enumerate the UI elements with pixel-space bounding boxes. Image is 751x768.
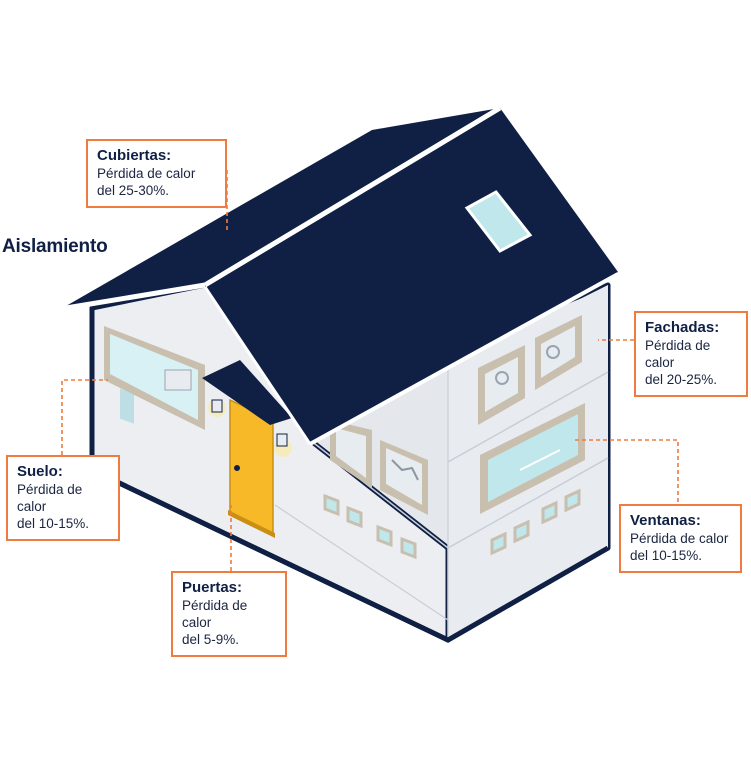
- callout-text: del 10-15%.: [630, 548, 703, 563]
- entrance: [202, 360, 292, 538]
- callout-heading: Cubiertas:: [97, 147, 172, 164]
- callout-ventanas: Ventanas: Pérdida de calor del 10-15%.: [619, 504, 742, 573]
- left-window: [104, 326, 205, 430]
- callout-text: del 25-30%.: [97, 183, 170, 198]
- porch-roof: [202, 360, 292, 425]
- callout-puertas: Puertas: Pérdida de calor del 5-9%.: [171, 571, 287, 657]
- callout-text: Pérdida de calor: [17, 482, 83, 514]
- callout-heading: Ventanas:: [630, 512, 701, 529]
- callout-text: del 20-25%.: [645, 372, 718, 387]
- leader-suelo: [61, 379, 108, 455]
- callout-text: Pérdida de calor: [97, 166, 196, 181]
- callout-text: Pérdida de calor: [645, 338, 711, 370]
- callout-fachadas: Fachadas: Pérdida de calor del 20-25%.: [634, 311, 748, 397]
- leader-lines: [61, 170, 679, 571]
- skylight: [464, 190, 533, 253]
- callout-heading: Puertas:: [182, 579, 243, 596]
- callout-suelo: Suelo: Pérdida de calor del 10-15%.: [6, 455, 120, 541]
- door-knob: [234, 465, 240, 471]
- callout-text: del 5-9%.: [182, 632, 240, 647]
- roof: [65, 105, 619, 446]
- callout-cubiertas: Cubiertas: Pérdida de calor del 25-30%.: [86, 139, 227, 208]
- callout-text: Pérdida de calor: [630, 531, 729, 546]
- callout-heading: Suelo:: [17, 463, 63, 480]
- basement-windows: [323, 488, 581, 560]
- page-title: Aislamiento: [2, 236, 108, 257]
- callout-text: Pérdida de calor: [182, 598, 248, 630]
- callout-heading: Fachadas:: [645, 319, 720, 336]
- front-windows: [330, 315, 585, 515]
- callout-text: del 10-15%.: [17, 516, 90, 531]
